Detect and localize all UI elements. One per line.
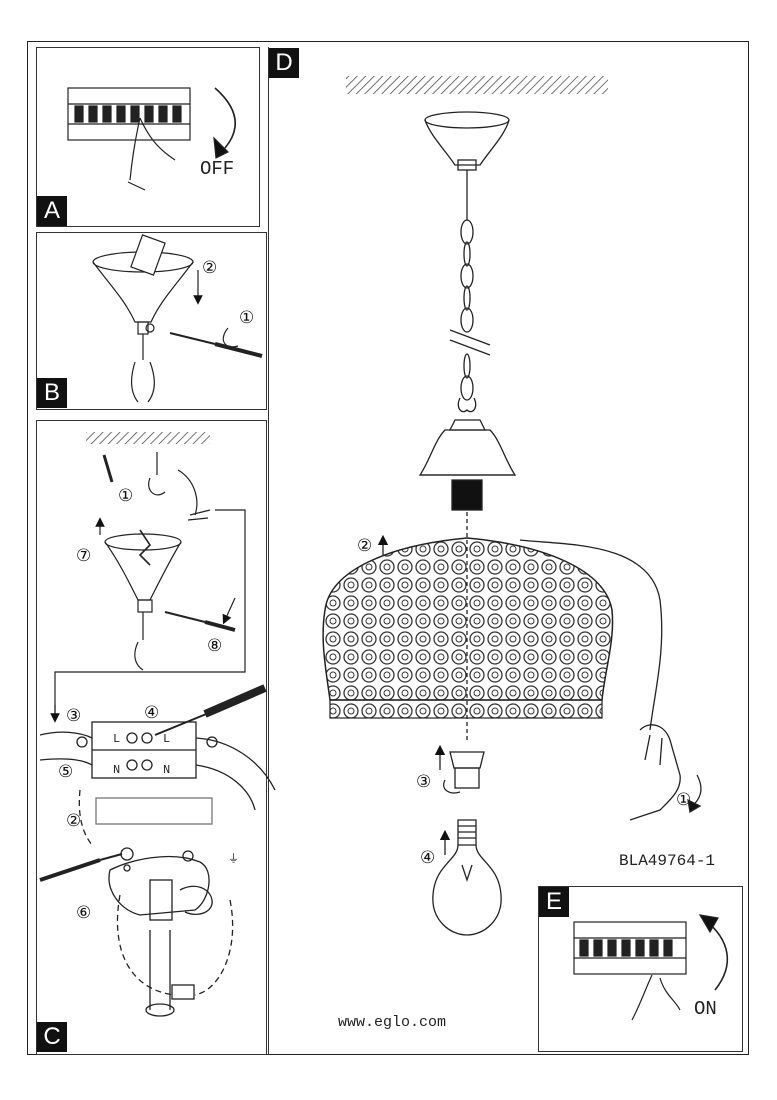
panel-a-off-text: OFF — [200, 158, 235, 180]
canopy-b — [92, 234, 263, 403]
pendant-d — [377, 111, 702, 936]
panel-c-step-6: ⑥ — [76, 903, 92, 923]
panel-d-step-2: ② — [357, 536, 373, 556]
panel-c-step-1: ① — [118, 486, 134, 506]
panel-a-label: A — [37, 196, 67, 226]
terminal-label-l2: L — [163, 732, 171, 746]
panel-e-on-text: ON — [694, 998, 717, 1020]
panel-d-step-1: ① — [676, 790, 692, 810]
panel-e-label: E — [539, 887, 569, 917]
terminal-label-l1: L — [113, 732, 121, 746]
panel-e — [538, 886, 743, 1052]
panel-c-label: C — [37, 1022, 67, 1052]
terminal-label-n1: N — [113, 763, 121, 777]
website-url: www.eglo.com — [338, 1014, 447, 1031]
lace-shade — [322, 537, 614, 719]
panel-c-step-5: ⑤ — [58, 762, 74, 782]
terminal-block — [39, 684, 276, 846]
panel-b-step-1: ① — [239, 308, 255, 328]
panel-c-step-4: ④ — [144, 703, 160, 723]
svg-text:⏚: ⏚ — [228, 852, 239, 865]
model-code: BLA49764-1 — [619, 852, 716, 870]
mounting-c — [50, 452, 246, 723]
panel-d-step-3: ③ — [416, 772, 432, 792]
panel-c-step-2: ② — [66, 811, 82, 831]
panel-b — [36, 232, 267, 410]
panel-d-step-4: ④ — [420, 848, 436, 868]
panel-d-label: D — [269, 48, 299, 78]
breaker-a — [67, 87, 237, 191]
panel-d — [268, 47, 743, 1055]
panel-c-step-3: ③ — [66, 706, 82, 726]
panel-a — [36, 47, 260, 227]
ceiling-d — [346, 76, 608, 94]
breaker-e — [573, 914, 729, 1021]
panel-c-step-8: ⑧ — [207, 636, 223, 656]
panel-b-label: B — [37, 378, 67, 408]
panel-c — [36, 420, 267, 1055]
bracket-c: ⏚ — [39, 847, 239, 1017]
page-frame — [27, 41, 749, 1055]
ceiling-c — [86, 432, 210, 444]
terminal-label-n2: N — [163, 763, 171, 777]
panel-c-step-7: ⑦ — [76, 546, 92, 566]
panel-b-step-2: ② — [202, 258, 218, 278]
